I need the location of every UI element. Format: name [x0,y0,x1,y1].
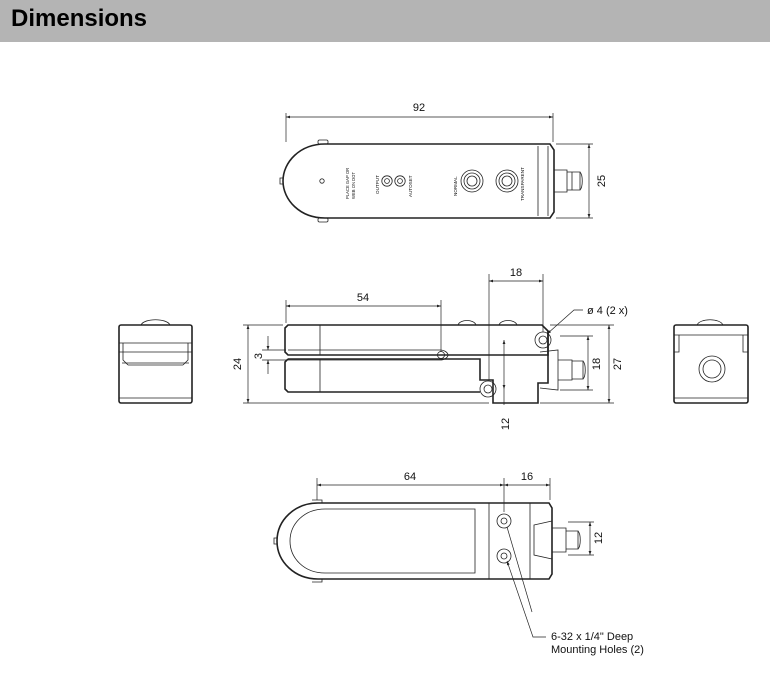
right-end-view [673,319,749,404]
bottom-view-cable-end [577,530,581,550]
left-end-lines [119,342,192,399]
bottom-view-cable [566,530,579,550]
dim-height-25: 25 [596,175,608,187]
right-end-side-tabs [674,335,748,353]
right-end-body [673,324,749,404]
dim-right-height-27: 27 [612,358,624,370]
side-view-cable [572,360,584,380]
top-view-nub [317,139,329,145]
mounting-hole-icon [483,384,493,394]
bottom-view: 64 16 12 6-32 x 1/4" Deep Mounting Holes… [273,471,644,656]
normal-knob-icon [460,169,484,193]
status-led-icon [319,178,325,184]
normal-knob-ring [463,172,481,190]
connector-socket-icon [702,359,722,379]
right-end-connector-ring [698,355,726,383]
side-view-cable-end [582,360,586,380]
right-end-knob-bump [696,319,724,326]
dim-hole-spacing-12: 12 [500,418,512,430]
top-view-cable-end [579,171,583,191]
bottom-view-connector-nut [552,527,567,553]
output-label: OUTPUT [375,175,380,194]
autoset-button-inner [397,178,403,184]
side-view-connector-nut [558,359,573,381]
left-end-slot-edges [122,343,189,366]
mounting-hole-inner [500,517,508,525]
top-view-cable [567,171,581,191]
bottom-view-mount-pad [488,503,531,579]
transparent-knob-icon [495,169,519,193]
dim-slot-depth-54: 54 [357,292,369,304]
dim-connector-height-18: 18 [591,358,603,370]
section-header: Dimensions [0,0,770,42]
bottom-view-nose-tab [273,537,277,545]
autoset-label: AUTOSET [408,175,413,197]
mounting-hole-icon [496,513,512,529]
top-view-connector [554,169,568,193]
bottom-view-nubs [312,499,323,583]
mounting-holes-leader [506,560,546,638]
mounting-hole-inner [500,552,508,560]
page-title: Dimensions [11,5,148,32]
transparent-label: TRANSPARENT [520,167,525,201]
top-view-nose-tab [279,177,283,185]
dim-gap-3: 3 [253,353,265,359]
bottom-view-connector [533,520,553,560]
mounting-hole-icon [538,335,548,345]
web-on-dot-label: WEB ON DOT [351,172,356,199]
autoset-button-icon [394,175,406,187]
top-view: PLACE GAP OR WEB ON DOT OUTPUT AUTOSET N… [279,102,608,223]
left-end-knob-bump [140,319,171,326]
dim-length-92: 92 [413,102,425,114]
output-led-inner [384,178,390,184]
bottom-view-body [276,502,553,580]
top-view-body [282,143,555,219]
dim-mount-16: 16 [521,471,533,483]
side-view-knob-bump [498,320,518,326]
normal-knob-inner [466,175,478,187]
side-view: 54 18 ø 4 (2 x) 24 3 12 18 27 [232,267,628,430]
dim-body-64: 64 [404,471,416,483]
hole-callout-text: ø 4 (2 x) [587,305,628,317]
side-view-knob-bump [457,320,477,326]
normal-label: NORMAL [453,176,458,196]
hole-callout-leader [546,309,583,335]
side-view-connector [539,349,559,391]
dim-total-height-24: 24 [232,358,244,370]
side-view-upper-arm [284,324,549,356]
side-view-hole-ring [479,380,497,398]
top-view-nub [317,217,329,223]
dim-mount-width-18: 18 [510,267,522,279]
bottom-view-recess [289,508,476,574]
side-view-lower-arm [284,331,549,404]
right-end-lines [674,334,748,399]
left-end-view [118,319,193,404]
mounting-holes-note-line1: 6-32 x 1/4" Deep [551,631,633,643]
left-end-body [118,324,193,404]
mounting-hole-icon [496,548,512,564]
transparent-knob-ring [498,172,516,190]
transparent-knob-inner [501,175,513,187]
output-led-icon [381,175,393,187]
dim-connector-12: 12 [593,532,605,544]
side-view-slot [288,349,449,361]
place-gap-label: PLACE GAP OR [345,168,350,199]
mounting-holes-note-line2: Mounting Holes (2) [551,644,644,656]
